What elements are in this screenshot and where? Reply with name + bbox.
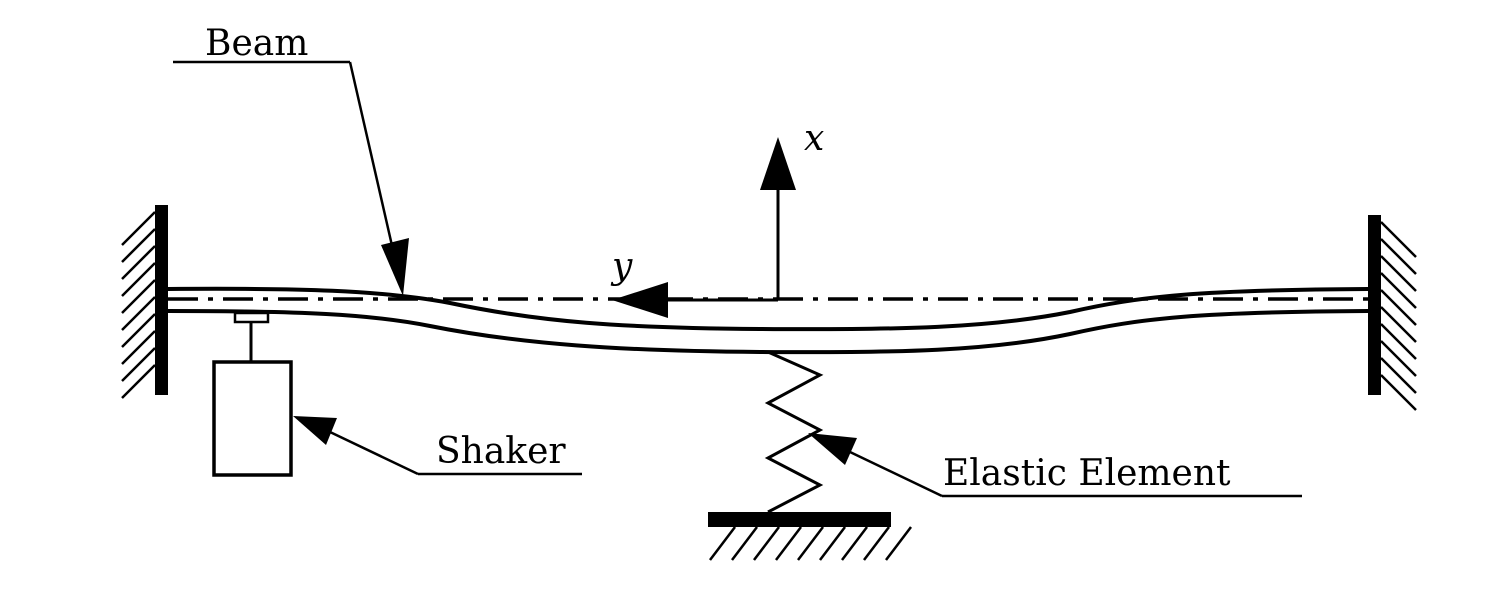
elastic-element-leader [808, 433, 1302, 498]
x-axis-label: x [804, 118, 824, 159]
shaker-label: Shaker [436, 431, 566, 472]
beam-leader [173, 60, 409, 296]
y-axis-arrowhead [612, 282, 668, 318]
beam-bottom-edge [167, 309, 1369, 355]
shaker-leader [293, 416, 582, 476]
right-wall-support [1368, 215, 1417, 411]
coordinate-axes [612, 137, 796, 318]
elastic-element-label: Elastic Element [943, 453, 1231, 494]
shaker-connector [233, 311, 270, 324]
beam-arrowhead [381, 238, 409, 296]
ground-hatch [709, 526, 912, 561]
beam-body [167, 286, 1369, 355]
shaker [212, 311, 293, 477]
shaker-arrowhead [293, 416, 337, 445]
left-wall-support [121, 205, 168, 399]
y-axis-label: y [610, 246, 633, 287]
ground-plate [708, 512, 891, 527]
shaker-body [212, 360, 293, 477]
beam-top-edge [167, 286, 1369, 332]
beam-label: Beam [205, 23, 308, 64]
x-axis-arrowhead [760, 137, 796, 190]
elastic-element [708, 350, 912, 561]
elastic-element-arrowhead [808, 433, 857, 465]
spring-coil [764, 350, 824, 514]
